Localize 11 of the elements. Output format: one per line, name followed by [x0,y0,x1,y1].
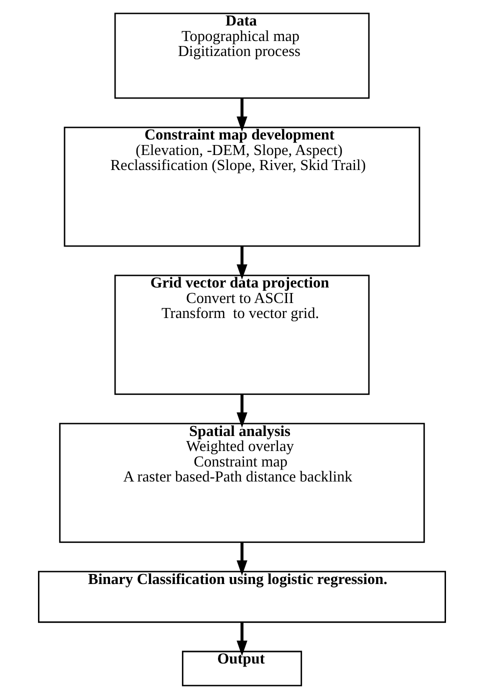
node-box: Spatial analysis Weighted overlay Constraint map A raster based-Path distance backlink [58,422,424,543]
node-box: Output [181,650,302,686]
arrow [236,394,247,428]
node-box: Grid vector data projection Convert to ASCII Transform to vector grid. [114,274,370,395]
arrow [236,542,247,576]
arrow [236,98,247,132]
node-box: Constraint map development (Elevation, -DEM, Slope, Aspect) Reclassification (Slope, River, Skid Trail) [63,126,420,247]
arrow [236,246,247,280]
node-box: Data Topographical map Digitization process [114,12,370,99]
node-box: Binary Classification using logistic regression. [38,570,446,623]
arrow [236,622,247,656]
